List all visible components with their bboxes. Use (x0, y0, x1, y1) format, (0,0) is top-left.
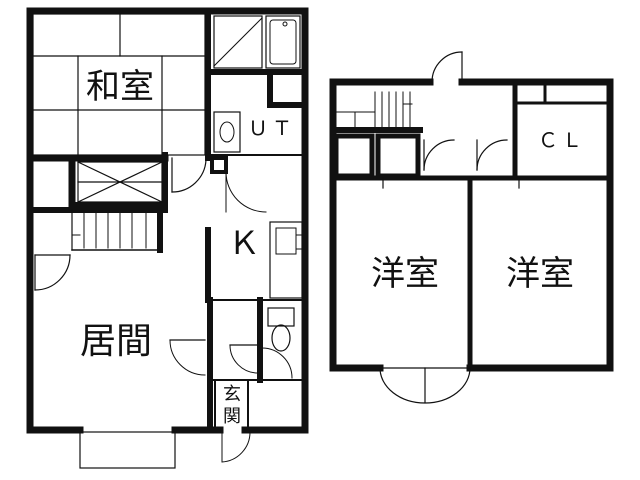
label-genkan-bottom: 関 (223, 406, 241, 427)
upper-floor (329, 51, 614, 404)
label-washitsu: 和室 (86, 67, 154, 107)
stairs (27, 207, 163, 253)
bedroom-walls (330, 175, 518, 371)
veranda (79, 431, 176, 469)
label-genkan-top: 玄 (223, 384, 241, 405)
oshiire-closet (69, 152, 168, 213)
upper-top-door (431, 51, 463, 83)
kitchen-area (205, 171, 306, 303)
hall-doors (423, 139, 508, 171)
living-side-door (34, 254, 71, 291)
upper-stairs (330, 91, 423, 133)
genkan (214, 379, 251, 463)
door-marks (382, 177, 520, 189)
cl-closet (512, 79, 613, 181)
upper-storage (333, 133, 421, 179)
toilet-hall (169, 297, 306, 433)
label-ut: ＵＴ (248, 116, 296, 140)
ut-area (205, 15, 308, 174)
ground-floor (26, 7, 309, 469)
ground-outer-walls (26, 7, 309, 434)
label-cl: ＣＬ (538, 128, 586, 152)
washitsu-room (32, 8, 211, 161)
balcony-door (379, 367, 471, 404)
label-yoshitsu-right: 洋室 (506, 254, 574, 294)
label-living: 居間 (80, 321, 152, 362)
label-kitchen: Ｋ (228, 224, 260, 262)
label-yoshitsu-left: 洋室 (371, 254, 439, 294)
washitsu-door (171, 157, 207, 193)
